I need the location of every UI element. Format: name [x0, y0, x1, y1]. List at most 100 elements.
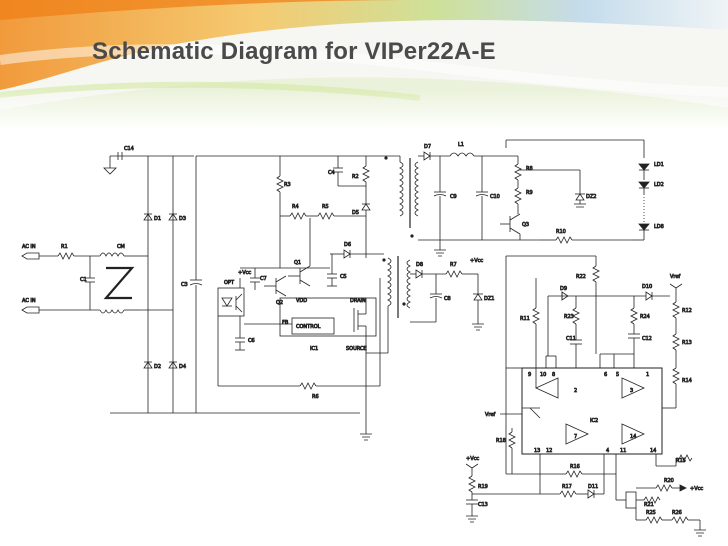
svg-text:R26: R26 — [672, 510, 682, 516]
svg-text:1: 1 — [646, 372, 649, 378]
diode-d9: D9 — [560, 286, 569, 301]
svg-text:R3: R3 — [284, 182, 291, 188]
svg-text:+Vcc: +Vcc — [690, 486, 703, 492]
svg-text:LD8: LD8 — [654, 224, 664, 230]
resistor-r25: R25 — [636, 510, 672, 524]
svg-text:10: 10 — [540, 372, 546, 378]
svg-text:SOURCE: SOURCE — [346, 346, 367, 352]
capacitor-c7: C7 — [250, 268, 267, 290]
svg-text:R1: R1 — [61, 244, 68, 250]
svg-text:R6: R6 — [312, 394, 319, 400]
svg-text:AC IN: AC IN — [22, 298, 36, 304]
capacitor-c11: C11 — [566, 336, 582, 368]
resistor-r14: R14 — [672, 350, 692, 408]
resistor-r2: R2 — [352, 156, 370, 204]
svg-text:2: 2 — [574, 388, 577, 394]
diode-d7: D7 — [418, 144, 450, 161]
svg-text:R9: R9 — [526, 190, 533, 196]
svg-text:5: 5 — [616, 372, 619, 378]
slide-title: Schematic Diagram for VIPer22A-E — [92, 38, 496, 65]
svg-text:+Vcc: +Vcc — [470, 258, 483, 264]
diode-d11: D11 — [587, 454, 605, 499]
svg-text:C13: C13 — [478, 502, 488, 508]
svg-text:C8: C8 — [444, 296, 451, 302]
resistor-r9: R9 — [514, 180, 533, 214]
svg-text:R23: R23 — [564, 314, 574, 320]
capacitor-c9: C9 — [433, 156, 457, 240]
schematic-diagram: AC IN AC IN R1 C1 CM — [21, 139, 706, 537]
resistor-r17: R17 — [540, 484, 588, 498]
svg-text:Vref: Vref — [670, 274, 680, 280]
zener-dz2: DZ2 — [574, 170, 597, 208]
svg-text:+Vcc: +Vcc — [466, 456, 479, 462]
svg-text:3: 3 — [630, 388, 633, 394]
svg-text:Q1: Q1 — [294, 260, 301, 266]
capacitor-c12: C12 — [628, 333, 652, 368]
svg-text:C6: C6 — [248, 338, 255, 344]
resistor-r15: R15 — [656, 454, 693, 467]
resistor-r19: R19 — [468, 475, 488, 500]
capacitor-c10: C10 — [475, 156, 500, 240]
svg-text:D3: D3 — [179, 216, 186, 222]
svg-text:DZ2: DZ2 — [586, 194, 596, 200]
svg-text:R14: R14 — [682, 378, 692, 384]
resistor-r3: R3 — [276, 156, 291, 268]
resistor-r1: R1 — [57, 244, 100, 260]
ic2-quad-opamp: 2 3 7 14 IC2 9 10 8 6 5 1 13 12 4 11 14 — [521, 353, 676, 478]
svg-text:11: 11 — [620, 448, 626, 454]
svg-text:R12: R12 — [682, 308, 692, 314]
common-mode-choke-cm: CM — [99, 244, 140, 314]
svg-text:LD2: LD2 — [654, 182, 664, 188]
svg-text:12: 12 — [546, 448, 552, 454]
svg-text:C4: C4 — [328, 170, 335, 176]
svg-text:D10: D10 — [642, 284, 652, 290]
svg-text:R2: R2 — [352, 174, 359, 180]
svg-text:Vref: Vref — [485, 412, 495, 418]
diode-d8: D8 — [410, 262, 446, 279]
svg-text:R17: R17 — [562, 484, 572, 490]
svg-text:D6: D6 — [344, 242, 351, 248]
ac-input-1: AC IN — [21, 244, 58, 260]
svg-text:C11: C11 — [566, 336, 576, 342]
diode-d6: D6 — [330, 242, 384, 259]
vref-top: Vref — [670, 274, 683, 298]
svg-text:D2: D2 — [154, 364, 161, 370]
bridge-rectifier: D1 D3 D2 D4 — [109, 155, 360, 414]
svg-text:8: 8 — [552, 372, 555, 378]
svg-text:R10: R10 — [556, 229, 566, 235]
capacitor-c13: C13 — [466, 499, 488, 523]
capacitor-c6: C6 — [235, 316, 255, 351]
svg-text:LD1: LD1 — [654, 162, 664, 168]
optocoupler-opt: OPT +Vcc — [217, 270, 252, 386]
ic1-viper: CONTROL VDD DRAIN FB SOURCE IC1 — [244, 297, 377, 441]
svg-text:R7: R7 — [450, 262, 457, 268]
svg-text:6: 6 — [604, 372, 607, 378]
diode-d10: D10 — [642, 284, 670, 301]
resistor-r4: R4 — [280, 204, 318, 220]
resistor-r23: R23 — [564, 296, 580, 340]
capacitor-c3: C3 — [181, 156, 203, 413]
svg-text:IC2: IC2 — [590, 418, 598, 424]
diode-d5: D5 — [352, 203, 371, 258]
svg-text:R13: R13 — [682, 340, 692, 346]
resistor-r26: R26 — [672, 510, 706, 537]
transformer-aux — [366, 256, 411, 354]
svg-text:R5: R5 — [322, 204, 329, 210]
svg-text:R16: R16 — [570, 464, 580, 470]
resistor-r7: R7 +Vcc — [445, 258, 484, 278]
svg-text:L1: L1 — [458, 142, 464, 148]
svg-text:IC1: IC1 — [310, 346, 318, 352]
ac-input-2: AC IN — [21, 298, 100, 314]
svg-text:R21: R21 — [644, 502, 654, 508]
svg-text:D11: D11 — [588, 484, 598, 490]
resistor-r12: R12 — [672, 298, 692, 319]
svg-text:R20: R20 — [664, 478, 674, 484]
capacitor-c4: C4 — [328, 156, 366, 187]
svg-text:9: 9 — [528, 372, 531, 378]
svg-text:14: 14 — [650, 448, 656, 454]
led-ld8: LD8 — [632, 223, 664, 241]
svg-text:C1: C1 — [80, 277, 87, 283]
svg-text:C7: C7 — [260, 276, 267, 282]
vref-mid: Vref — [485, 407, 541, 418]
svg-text:Q2: Q2 — [276, 300, 283, 306]
